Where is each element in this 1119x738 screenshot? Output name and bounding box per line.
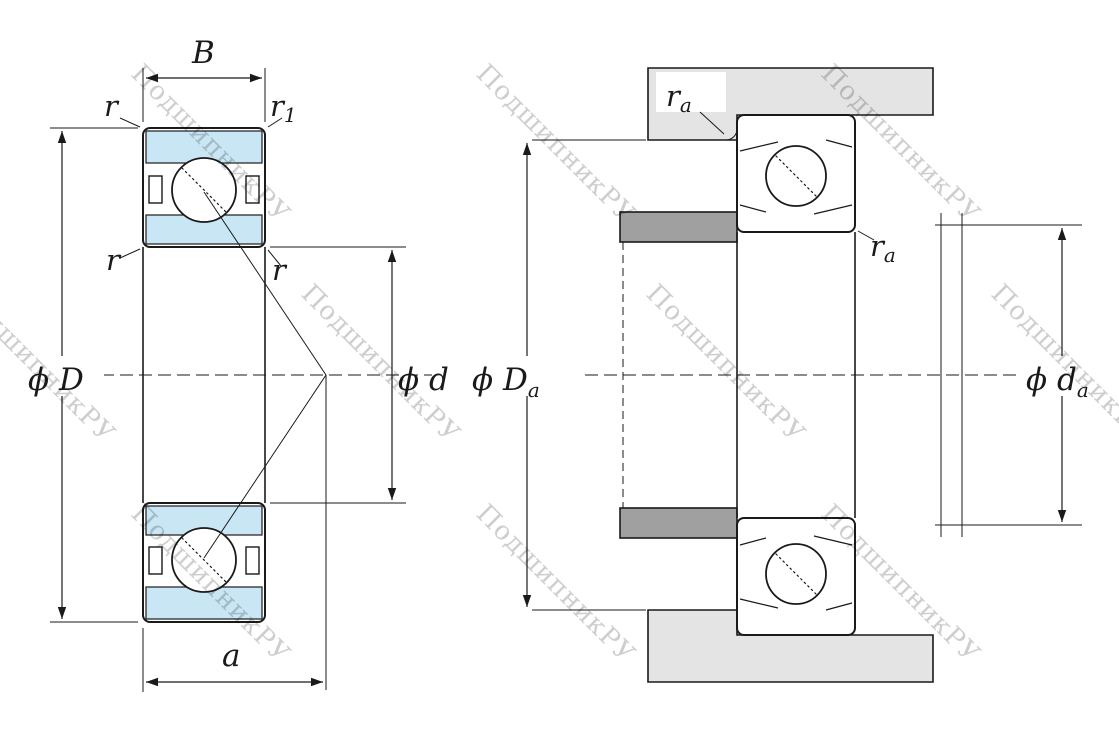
ra-right-label: ra [870, 229, 896, 267]
dim-D-label: ϕ D [28, 362, 84, 398]
shaft-shoulder-top [619, 211, 738, 243]
dim-d-label: ϕ d [398, 362, 449, 398]
fillet-labels: r r1 r r [104, 89, 297, 287]
r-mid-right-label: r [272, 253, 288, 287]
cage-right [245, 175, 260, 204]
left-view: B r r1 r r ϕ D ϕ d [22, 35, 449, 692]
housing-bottom [647, 609, 934, 683]
shaft-shoulder-bottom [619, 507, 738, 539]
r1-label: r1 [270, 89, 297, 127]
ball-icon [765, 145, 827, 207]
dim-a-label: a [222, 638, 240, 674]
dimension-a: a [142, 628, 323, 692]
dimension-D: ϕ D [22, 127, 138, 623]
contact-angle-lines [203, 191, 327, 690]
ball-icon [765, 543, 827, 605]
dimension-d: ϕ d [270, 246, 449, 504]
cage-left [148, 546, 163, 575]
right-view: ra ra ϕ Da ϕ da [466, 67, 1118, 683]
ra-right: ra [857, 229, 896, 267]
dimension-da: ϕ da [935, 224, 1118, 526]
bearing-section-top [142, 127, 266, 248]
dimension-Da: ϕ Da [466, 139, 646, 611]
dim-B-label: B [191, 35, 215, 71]
dim-Da-label: ϕ Da [472, 362, 540, 402]
r-top-left-label: r [104, 89, 120, 123]
cage-left [148, 175, 163, 204]
ra-top: ra [656, 72, 726, 135]
bearing-section-bottom [142, 502, 266, 623]
cage-right [245, 546, 260, 575]
bearing-section-top [736, 114, 856, 233]
dimension-B: B [142, 35, 266, 122]
ra-top-label: ra [666, 79, 692, 117]
r-mid-left-label: r [106, 243, 122, 277]
bearing-section-bottom [736, 517, 856, 636]
dim-da-label: ϕ da [1026, 362, 1089, 402]
